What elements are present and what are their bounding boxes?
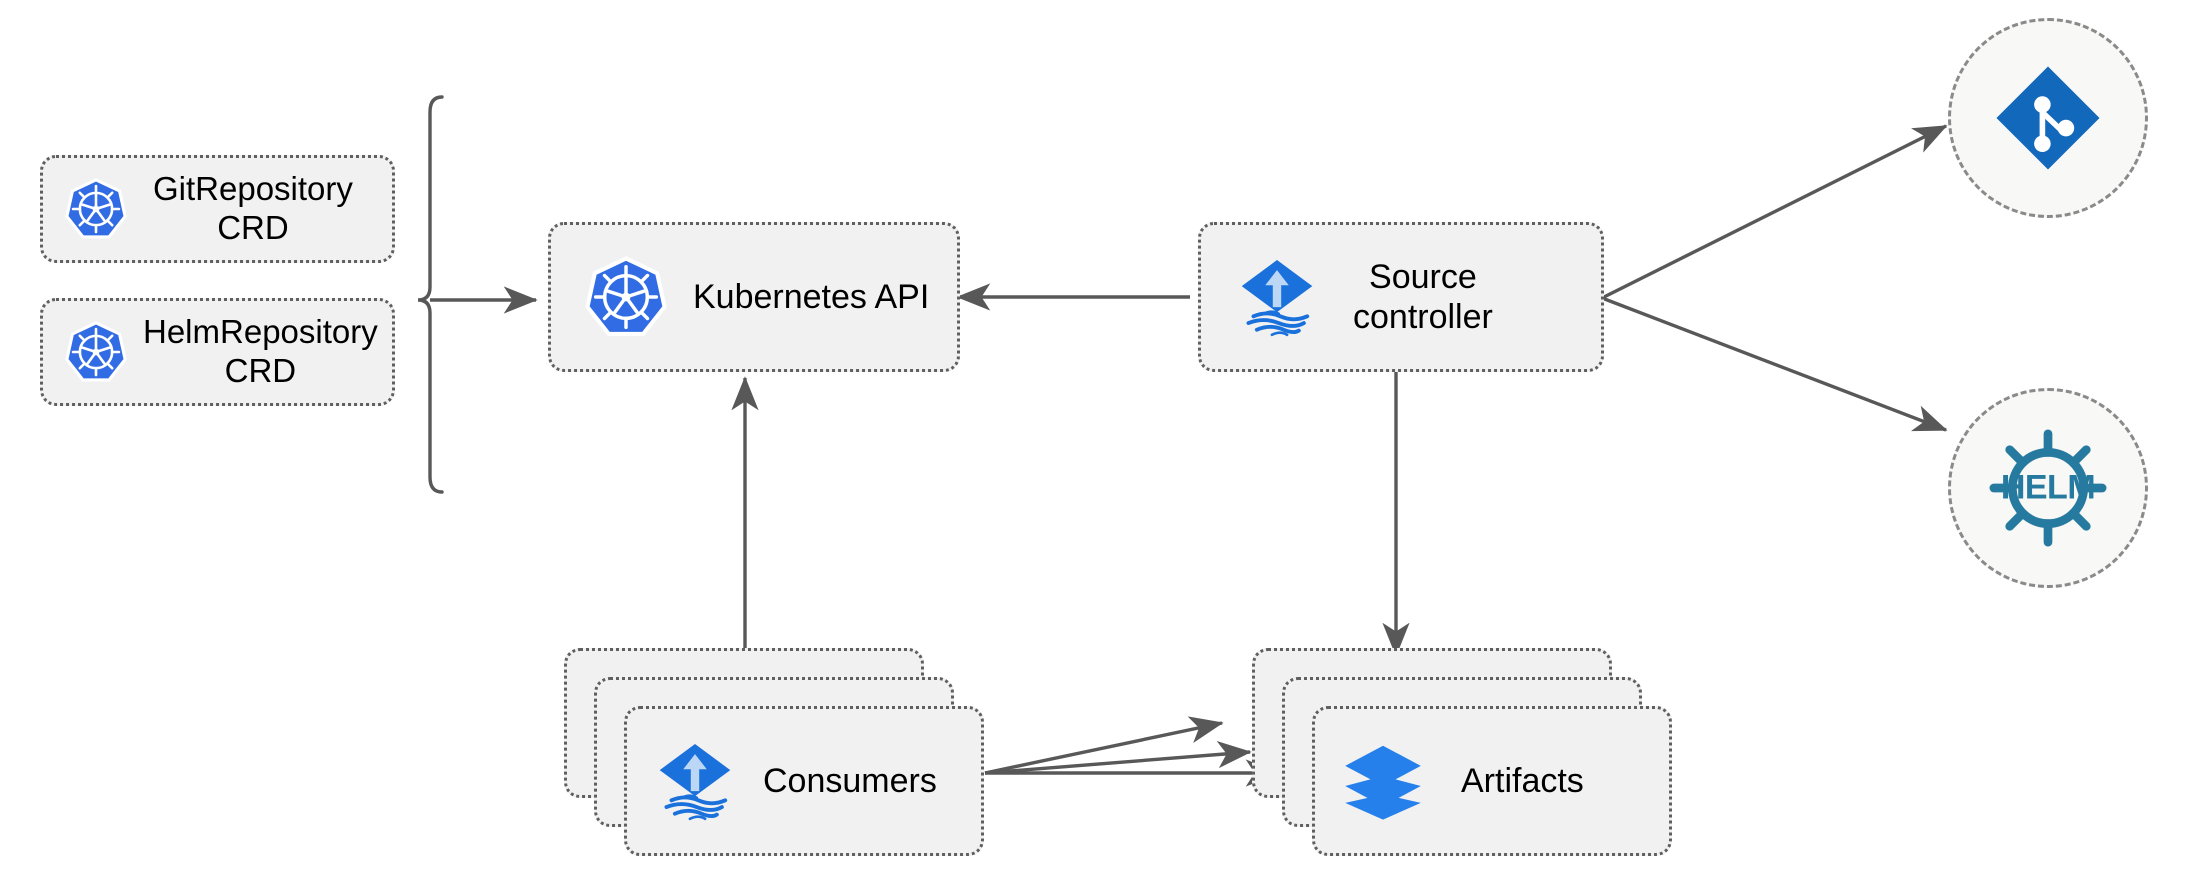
flux-icon xyxy=(653,739,737,823)
helm-icon: HELM xyxy=(1982,422,2114,554)
kubernetes-icon xyxy=(65,321,127,383)
node-git-repository-crd[interactable]: GitRepository CRD xyxy=(40,155,395,263)
node-source-controller[interactable]: Source controller xyxy=(1198,222,1604,372)
node-label: GitRepository CRD xyxy=(153,170,353,246)
node-label: Source controller xyxy=(1353,257,1493,336)
node-helm-provider[interactable]: HELM xyxy=(1948,388,2148,588)
node-label: HelmRepository CRD xyxy=(143,313,378,389)
node-consumers-stack: Consumers xyxy=(564,648,984,856)
crd-group-brace xyxy=(417,95,538,494)
edge-consumers-to-artifacts-top xyxy=(984,716,1224,775)
node-helm-repository-crd[interactable]: HelmRepository CRD xyxy=(40,298,395,406)
node-label: Consumers xyxy=(763,761,937,800)
node-kubernetes-api[interactable]: Kubernetes API xyxy=(548,222,960,372)
edge-source-to-git xyxy=(1601,124,1948,300)
helm-wordmark: HELM xyxy=(2000,468,2096,507)
node-git-provider[interactable] xyxy=(1948,18,2148,218)
layers-icon xyxy=(1341,739,1425,823)
node-label: Artifacts xyxy=(1461,761,1584,800)
node-consumers[interactable]: Consumers xyxy=(624,706,984,856)
edge-consumers-to-artifacts-mid xyxy=(984,740,1252,775)
node-label: Kubernetes API xyxy=(693,277,930,316)
git-icon xyxy=(1992,62,2104,174)
flux-icon xyxy=(1235,255,1319,339)
node-artifacts[interactable]: Artifacts xyxy=(1312,706,1672,856)
kubernetes-icon xyxy=(65,178,127,240)
edge-source-to-helm xyxy=(1601,296,1948,432)
node-artifacts-stack: Artifacts xyxy=(1252,648,1672,856)
kubernetes-icon xyxy=(585,256,667,338)
